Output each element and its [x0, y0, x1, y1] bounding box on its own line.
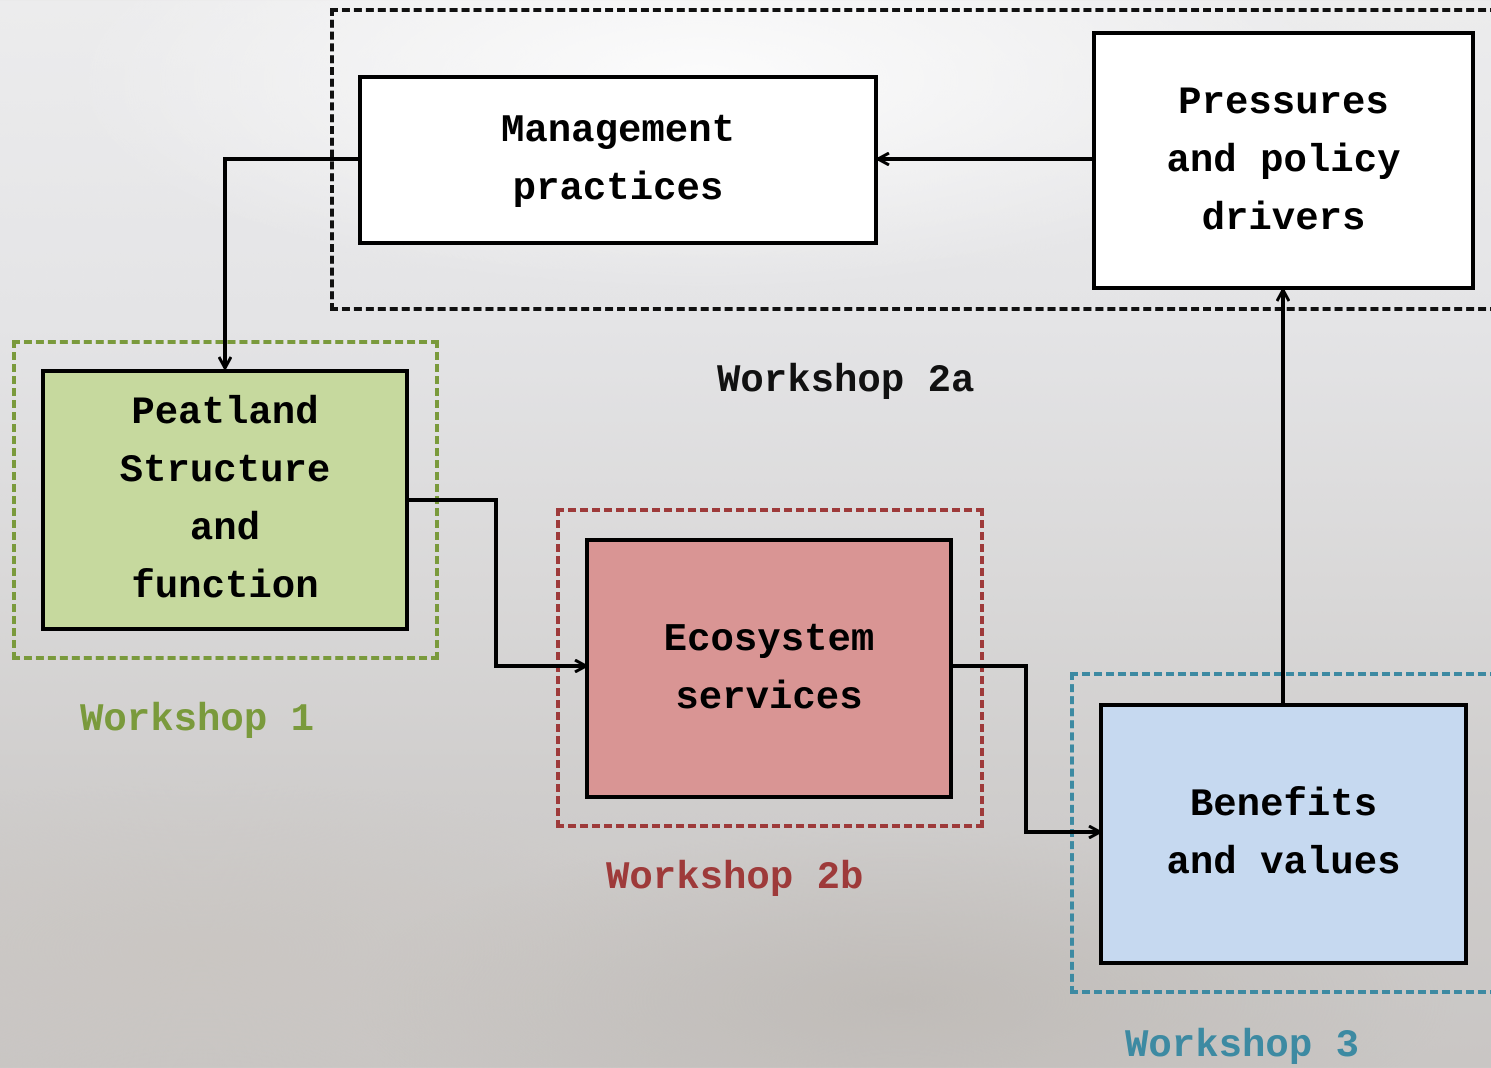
workshop-2a-label: Workshop 2a — [717, 359, 975, 403]
arrow-management-to-peatland — [225, 157, 362, 368]
workshop-3-label: Workshop 3 — [1125, 1024, 1360, 1068]
pressures-policy-drivers-label: Pressures and policy drivers — [1166, 80, 1401, 241]
workshop-1-label: Workshop 1 — [80, 698, 315, 742]
benefits-values-label: Benefits and values — [1166, 783, 1401, 885]
peatland-structure-box: Peatland Structure and function — [41, 369, 409, 631]
benefits-values-box: Benefits and values — [1099, 703, 1468, 965]
workshop-2b-label: Workshop 2b — [606, 856, 864, 900]
ecosystem-services-box: Ecosystem services — [585, 538, 953, 799]
peatland-structure-label: Peatland Structure and function — [119, 391, 331, 609]
arrow-peatland-to-ecosystem — [407, 498, 586, 666]
pressures-policy-drivers-box: Pressures and policy drivers — [1092, 31, 1475, 290]
arrow-ecosystem-to-benefits — [950, 664, 1100, 832]
management-practices-box: Management practices — [358, 75, 878, 245]
management-practices-label: Management practices — [500, 109, 736, 211]
ecosystem-services-label: Ecosystem services — [663, 617, 875, 720]
